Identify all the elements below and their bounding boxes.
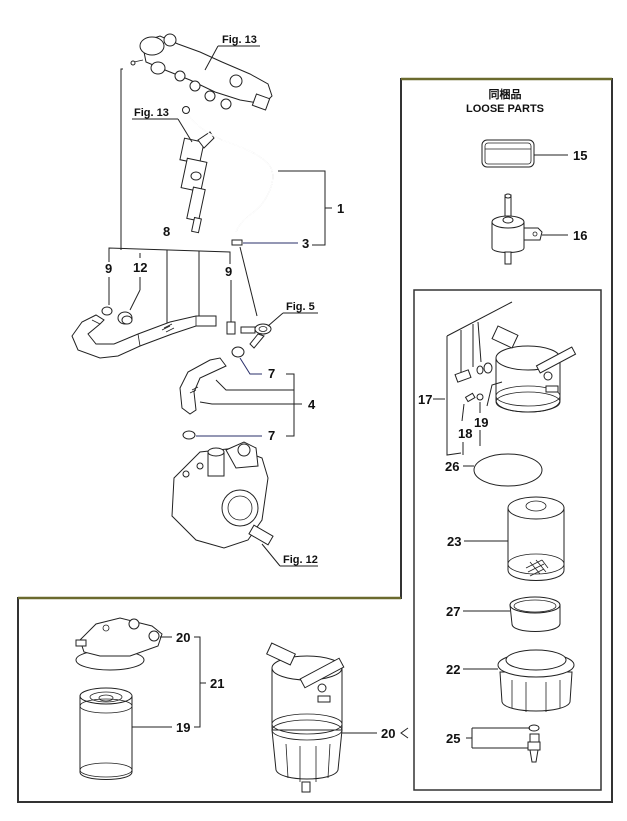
part-18-filter-head xyxy=(75,617,163,671)
bracket-17 xyxy=(194,636,201,728)
callout-17[interactable]: 21 xyxy=(210,676,224,691)
fuel-hose-4 xyxy=(179,346,245,440)
high-pressure-pipe xyxy=(182,106,274,246)
callout-18[interactable]: 20 xyxy=(176,630,190,645)
filter-kit-box xyxy=(413,289,602,791)
bracket-21 xyxy=(446,336,462,456)
supply-pump xyxy=(171,441,274,549)
callout-9-right[interactable]: 9 xyxy=(225,264,232,279)
banjo-fitting xyxy=(240,323,272,349)
injector xyxy=(179,131,215,234)
fig12-leader xyxy=(261,543,281,567)
callout-16[interactable]: 16 xyxy=(573,228,587,243)
bracket-4 xyxy=(286,373,295,437)
part-19-filter-cartridge xyxy=(79,687,133,780)
fig13-injector-leader xyxy=(177,118,193,143)
fig5-label[interactable]: Fig. 5 xyxy=(286,301,315,313)
callout-7-bottom[interactable]: 7 xyxy=(268,428,275,443)
callout-27[interactable]: 25 xyxy=(446,731,460,746)
part-28-o-ring xyxy=(473,453,543,487)
pipe-to-banjo xyxy=(239,246,258,317)
callout-28[interactable]: 26 xyxy=(445,459,459,474)
fig13-rail-leader xyxy=(204,45,219,71)
callout-1[interactable]: 1 xyxy=(337,201,344,216)
part-29-ring xyxy=(509,596,561,632)
fig13-injector-label[interactable]: Fig. 13 xyxy=(134,107,169,119)
part-15-pad xyxy=(481,139,535,168)
part-20-fuel-filter-assembly xyxy=(266,642,345,793)
callout-19[interactable]: 19 xyxy=(176,720,190,735)
callout-25[interactable]: 22 xyxy=(446,662,460,677)
common-rail xyxy=(130,33,273,111)
part-16-valve xyxy=(491,193,543,265)
fig13-rail-label[interactable]: Fig. 13 xyxy=(222,34,257,46)
brace-20 xyxy=(400,727,409,739)
filter-head-small-parts xyxy=(454,362,493,403)
filter-head xyxy=(491,325,577,413)
return-hose xyxy=(71,306,236,359)
callout-23[interactable]: 19 xyxy=(474,415,488,430)
bracket-8 xyxy=(108,247,231,264)
callout-20[interactable]: 20 xyxy=(381,726,395,741)
callout-3[interactable]: 3 xyxy=(302,236,309,251)
callout-21[interactable]: 17 xyxy=(418,392,432,407)
bolt-leader-line xyxy=(120,68,123,250)
frames xyxy=(17,77,613,803)
loose-parts-title-en: LOOSE PARTS xyxy=(466,103,544,115)
callout-26[interactable]: 23 xyxy=(447,534,461,549)
callout-4[interactable]: 4 xyxy=(308,397,316,412)
callout-29[interactable]: 27 xyxy=(446,604,460,619)
bracket-1 xyxy=(278,170,326,246)
loose-parts-title-jp: 同梱品 xyxy=(489,87,522,101)
callout-22[interactable]: 18 xyxy=(458,426,472,441)
callout-7-top[interactable]: 7 xyxy=(268,366,275,381)
part-25-bowl xyxy=(497,649,575,712)
fig12-label[interactable]: Fig. 12 xyxy=(283,554,318,566)
leader-7-top xyxy=(239,357,262,375)
callout-12[interactable]: 12 xyxy=(133,260,147,275)
part-27-drain-plug xyxy=(527,724,541,763)
part-26-filter-element xyxy=(507,496,565,581)
callout-8[interactable]: 8 xyxy=(163,224,170,239)
callout-9-left[interactable]: 9 xyxy=(105,261,112,276)
callout-15[interactable]: 15 xyxy=(573,148,587,163)
